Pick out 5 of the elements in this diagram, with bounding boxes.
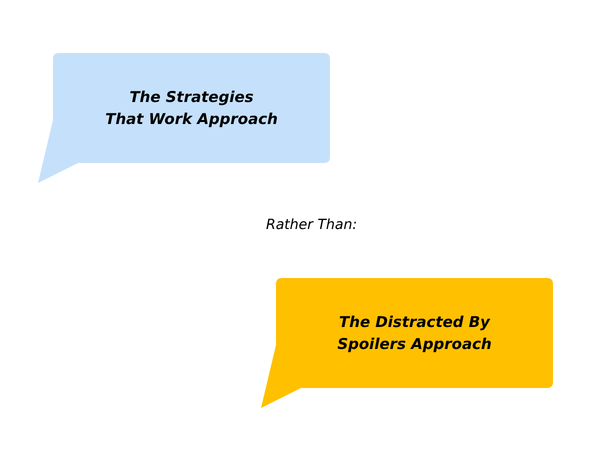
speech-bubble xyxy=(261,278,553,408)
bubble-text: The Distracted By Spoilers Approach xyxy=(337,312,492,355)
speech-bubble xyxy=(38,53,330,183)
bubble-text: The Strategies That Work Approach xyxy=(105,87,278,130)
caption-text: Rather Than: xyxy=(266,216,358,234)
